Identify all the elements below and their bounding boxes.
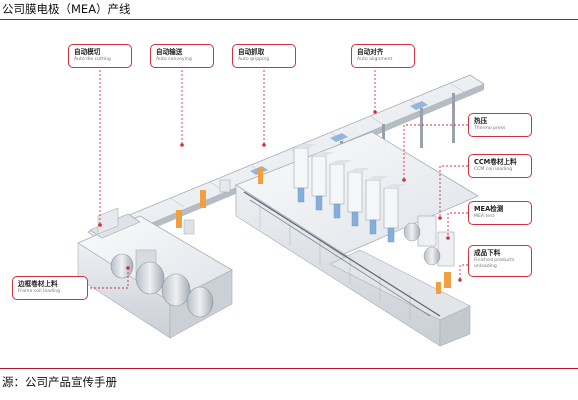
callout-zh-label: CCM卷材上料 bbox=[474, 158, 517, 166]
callout-zh-label: 自动输送 bbox=[156, 48, 183, 56]
callout-zh-label: 自动模切 bbox=[74, 48, 101, 56]
callout-zh-label: 热压 bbox=[474, 117, 488, 125]
callout-auto-conveying: 自动输送 Auto conveying bbox=[150, 44, 214, 68]
mea-line-illustration bbox=[77, 66, 485, 347]
callout-finished-unloading: 成品下料 Finished products unloading bbox=[468, 245, 532, 277]
callout-en-label: MEA test bbox=[474, 214, 495, 219]
callout-en-label: Finished products unloading bbox=[474, 258, 515, 269]
callout-auto-alignment: 自动对齐 Auto alignment bbox=[351, 44, 415, 68]
callout-zh-label: 自动抓取 bbox=[238, 48, 265, 56]
callout-mea-test: MEA检测 MEA test bbox=[468, 201, 532, 225]
callout-frame-coil-loading: 边框卷材上料 Frame coil loading bbox=[12, 276, 88, 300]
callout-zh-label: 边框卷材上料 bbox=[18, 280, 58, 288]
callout-en-label: Frame coil loading bbox=[18, 289, 61, 294]
callout-leader-dots bbox=[98, 110, 462, 282]
callout-ccm-coil-loading: CCM卷材上料 CCM coil loading bbox=[468, 154, 532, 178]
callout-zh-label: 自动对齐 bbox=[357, 48, 384, 56]
callout-zh-label: 成品下料 bbox=[474, 249, 501, 257]
bottom-divider bbox=[0, 368, 578, 369]
callout-en-label: CCM coil loading bbox=[474, 167, 513, 172]
die-cutting-station bbox=[77, 190, 233, 339]
callout-leaders bbox=[90, 66, 468, 289]
main-assembly-line bbox=[219, 131, 479, 347]
page-title: 公司膜电极（MEA）产线 bbox=[2, 2, 131, 16]
callout-en-label: Auto die cutting bbox=[74, 57, 111, 62]
callout-en-label: Auto gripping bbox=[238, 57, 270, 62]
top-divider bbox=[0, 19, 578, 20]
callout-thermo-press: 热压 Thermo press bbox=[468, 113, 532, 137]
callout-en-label: Auto alignment bbox=[357, 57, 393, 62]
callout-en-label: Thermo press bbox=[474, 126, 506, 131]
production-line-diagram: 自动模切 Auto die cutting 自动输送 Auto conveyin… bbox=[0, 20, 578, 368]
callout-auto-die-cutting: 自动模切 Auto die cutting bbox=[68, 44, 132, 68]
callout-en-label: Auto conveying bbox=[156, 57, 192, 62]
callout-zh-label: MEA检测 bbox=[474, 205, 504, 213]
callout-auto-gripping: 自动抓取 Auto gripping bbox=[232, 44, 296, 68]
source-note: 源：公司产品宣传手册 bbox=[2, 375, 117, 389]
